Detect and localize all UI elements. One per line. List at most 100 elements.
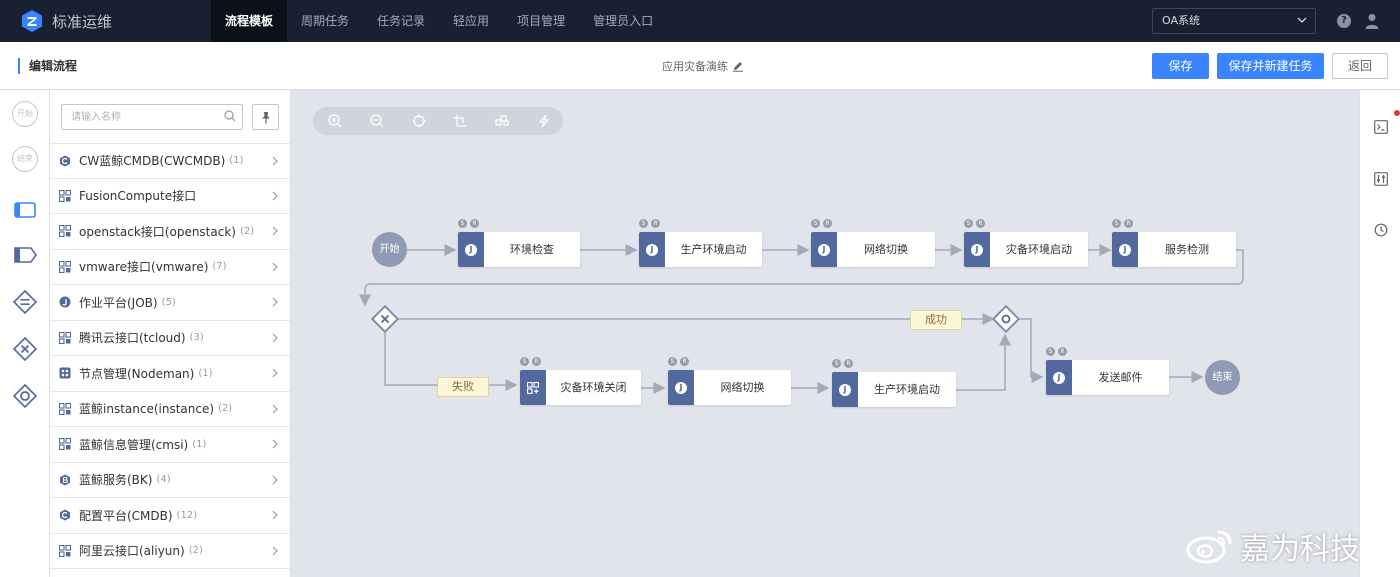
job-icon: J xyxy=(839,383,851,396)
atom-item[interactable]: vmware接口(vmware)(7) xyxy=(50,250,290,285)
user-icon[interactable] xyxy=(1365,13,1379,29)
skip-mark: S xyxy=(832,359,841,368)
atom-name: CW蓝鲸CMDB(CWCMDB) xyxy=(79,154,226,169)
retry-mark: R xyxy=(844,359,853,368)
node-label: 网络切换 xyxy=(864,243,908,256)
app-name: 标准运维 xyxy=(52,12,113,31)
nav-flow-templates[interactable]: 流程模板 xyxy=(211,0,288,42)
atom-item[interactable]: openstack接口(openstack)(2) xyxy=(50,214,290,250)
grid-icon xyxy=(59,189,79,202)
flow-link xyxy=(359,249,1244,307)
skip-mark: S xyxy=(1112,219,1121,228)
nav-admin-entry[interactable]: 管理员入口 xyxy=(593,14,654,28)
canvas-toolbar xyxy=(313,107,563,135)
atom-item[interactable]: 蓝鲸instance(instance)(2) xyxy=(50,392,290,427)
right-toolstrip xyxy=(1359,90,1400,577)
atom-item[interactable]: 配置平台(CMDB)(12) xyxy=(50,498,290,534)
atom-item[interactable]: 蓝鲸信息管理(cmsi)(1) xyxy=(50,427,290,463)
atom-name: 腾讯云接口(tcloud) xyxy=(79,331,186,346)
save-and-new-task-button[interactable]: 保存并新建任务 xyxy=(1217,53,1324,79)
atom-count: (1) xyxy=(192,438,207,450)
chevron-right-icon xyxy=(272,191,278,200)
help-icon[interactable]: ? xyxy=(1337,14,1351,28)
editor-header: 编辑流程 应用灾备演练 保存 保存并新建任务 返回 xyxy=(0,42,1400,90)
grid-icon xyxy=(527,381,539,394)
branch-success-label[interactable]: 成功 xyxy=(910,310,962,330)
console-icon[interactable] xyxy=(1374,120,1388,134)
atom-count: (4) xyxy=(156,474,171,486)
atom-count: (12) xyxy=(176,509,198,521)
nav-light-apps[interactable]: 轻应用 xyxy=(453,14,490,28)
subprocess-tool-icon[interactable] xyxy=(12,242,38,268)
start-event-tool[interactable]: 开始 xyxy=(12,101,38,127)
parallel-gateway-tool-icon[interactable] xyxy=(12,383,38,409)
job-icon: J xyxy=(465,243,477,256)
atom-name: 阿里云接口(aliyun) xyxy=(79,544,185,559)
atom-name: 蓝鲸instance(instance) xyxy=(79,402,215,417)
task-node-tool-icon[interactable] xyxy=(12,197,38,223)
chevron-right-icon xyxy=(272,475,278,484)
end-event-tool[interactable]: 结束 xyxy=(12,146,38,172)
atom-item[interactable]: 节点管理(Nodeman)(1) xyxy=(50,356,290,392)
settings-icon[interactable] xyxy=(1374,172,1388,186)
atom-item[interactable]: 蓝鲸服务(BK)(4) xyxy=(50,463,290,498)
multi-select-icon[interactable] xyxy=(453,114,467,128)
zoom-out-icon[interactable] xyxy=(370,114,384,128)
nav-project-management[interactable]: 项目管理 xyxy=(517,14,566,28)
nav-periodic-tasks[interactable]: 周期任务 xyxy=(301,14,350,28)
job-icon: J xyxy=(1119,243,1131,256)
app-logo[interactable]: 标准运维 xyxy=(0,0,211,42)
chevron-right-icon xyxy=(272,368,278,378)
zoom-in-icon[interactable] xyxy=(328,114,342,128)
skip-mark: S xyxy=(1046,347,1055,356)
flow-name[interactable]: 应用灾备演练 xyxy=(662,58,744,74)
cmdb-icon xyxy=(59,155,79,167)
branch-failure-label[interactable]: 失败 xyxy=(437,377,489,397)
save-button[interactable]: 保存 xyxy=(1152,53,1209,79)
grid-icon xyxy=(59,331,79,344)
page-title: 编辑流程 xyxy=(18,58,77,74)
end-event[interactable]: 结束 xyxy=(1205,360,1240,395)
atom-count: (3) xyxy=(189,332,204,344)
reset-view-icon[interactable] xyxy=(412,114,426,128)
converge-gateway-tool-icon[interactable] xyxy=(12,289,38,315)
auto-layout-icon[interactable] xyxy=(495,114,509,128)
pin-icon xyxy=(262,112,270,124)
node-label: 灾备环境关闭 xyxy=(560,381,627,394)
exclusive-gateway-tool-icon[interactable] xyxy=(12,336,38,362)
atom-item[interactable]: CW蓝鲸CMDB(CWCMDB)(1) xyxy=(50,143,290,179)
back-button[interactable]: 返回 xyxy=(1332,53,1388,79)
start-event[interactable]: 开始 xyxy=(372,232,407,267)
pin-button[interactable] xyxy=(252,104,279,130)
close-icon xyxy=(375,309,395,329)
history-icon[interactable] xyxy=(1374,223,1388,237)
project-select[interactable]: OA系统 xyxy=(1152,8,1316,34)
atom-name: 蓝鲸信息管理(cmsi) xyxy=(79,437,189,452)
edit-icon[interactable] xyxy=(732,60,744,72)
atom-item[interactable]: 腾讯云接口(tcloud)(3) xyxy=(50,321,290,356)
atom-name: 配置平台(CMDB) xyxy=(79,508,173,523)
atom-search-input[interactable] xyxy=(61,104,243,130)
atom-item[interactable]: 阿里云接口(aliyun)(2) xyxy=(50,534,290,569)
nav-task-records[interactable]: 任务记录 xyxy=(377,14,426,28)
atom-item[interactable]: FusionCompute接口 xyxy=(50,179,290,214)
grid-icon xyxy=(59,225,79,238)
chevron-right-icon xyxy=(272,404,278,413)
atom-name: 蓝鲸服务(BK) xyxy=(79,473,153,488)
search-icon[interactable] xyxy=(224,110,236,122)
flow-link xyxy=(956,333,1011,391)
atom-item[interactable]: 作业平台(JOB)(5) xyxy=(50,285,290,321)
quick-connect-icon[interactable] xyxy=(537,114,551,128)
